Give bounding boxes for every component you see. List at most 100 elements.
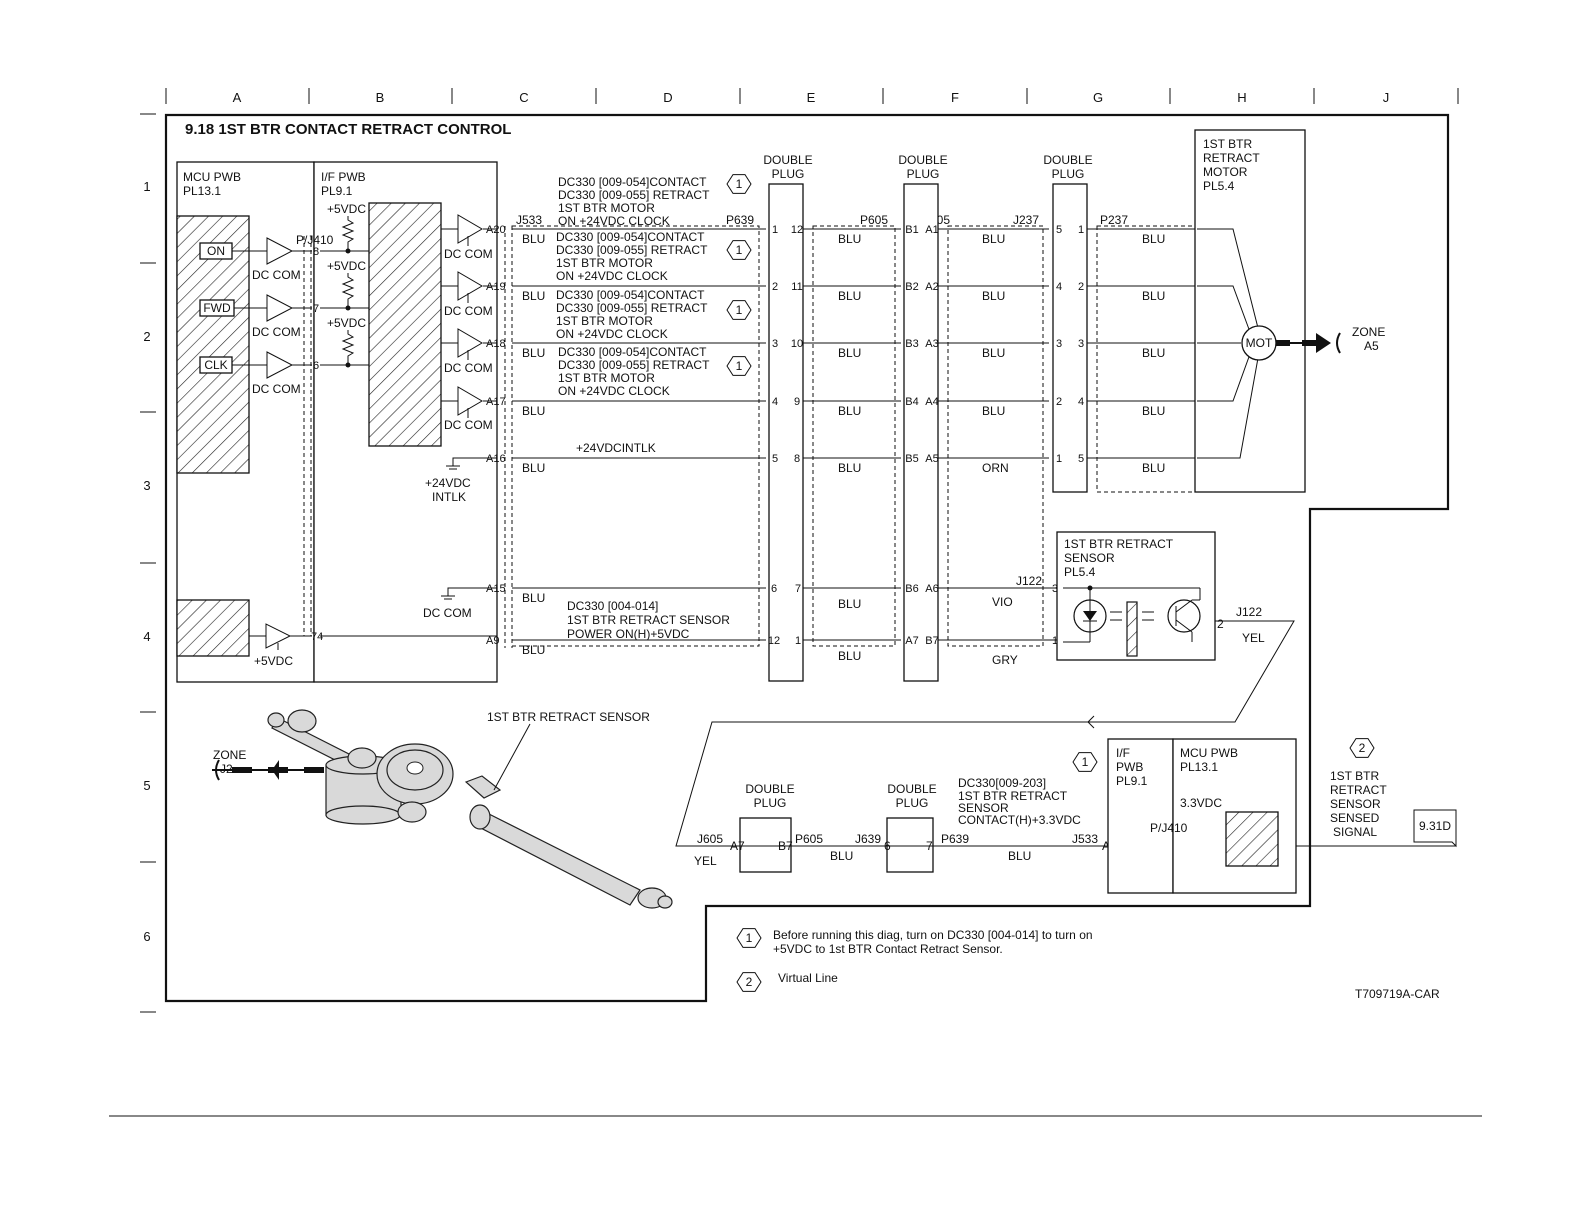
if-dc-com-2: DC COM: [444, 304, 493, 318]
plug-e-pin: 3: [772, 338, 778, 350]
motor-label-1: 1ST BTR: [1203, 137, 1252, 151]
lower-mcu-label-2: PL13.1: [1180, 760, 1218, 774]
wire-color: BLU: [838, 404, 861, 418]
double-plug-g-box: [1052, 183, 1088, 493]
motor-signal-label: DC330 [009-054]CONTACT: [558, 175, 707, 189]
plug-f-pin: B7: [925, 635, 938, 647]
pull-up-resistors: [341, 216, 355, 368]
plug-g-pin: 5: [1078, 453, 1084, 465]
motor-signal-label: ON +24VDC CLOCK: [556, 269, 668, 283]
plug-e-pin: 9: [794, 396, 800, 408]
if-5vdc-1: +5VDC: [327, 202, 366, 216]
zone-row-label: 2: [143, 329, 150, 344]
zone-row-label: 4: [143, 629, 150, 644]
double-plug-f-label-1: DOUBLE: [898, 153, 947, 167]
virtual-signal-label-1: 1ST BTR: [1330, 769, 1379, 783]
motor-signal-label: DC330 [009-055] RETRACT: [558, 188, 710, 202]
wire-color: BLU: [522, 404, 545, 418]
note-1-line-1: Before running this diag, turn on DC330 …: [773, 928, 1093, 942]
motor-drive-arrow: [1276, 332, 1341, 354]
zone-row-label: 1: [143, 179, 150, 194]
wire-color: BLU: [522, 461, 545, 475]
ref-tag: [1413, 809, 1457, 848]
zone-row-label: 5: [143, 778, 150, 793]
wire-color: BLU: [522, 346, 545, 360]
double-plug-g-label-1: DOUBLE: [1043, 153, 1092, 167]
note-marker-number: 2: [1359, 741, 1366, 755]
plug-g-pin: 2: [1078, 281, 1084, 293]
plug-f-pin: B4: [905, 396, 918, 408]
sensor-pin: 3: [1052, 583, 1058, 595]
plug-f-pin: A4: [925, 396, 938, 408]
p639-label: P639: [726, 213, 754, 227]
sensor-power-label-1: DC330 [004-014]: [567, 599, 658, 613]
virtual-signal-label-5: SIGNAL: [1333, 825, 1377, 839]
motor-leads: [1197, 228, 1259, 459]
if-pin-label: A16: [486, 453, 506, 465]
motor-label-3: MOTOR: [1203, 165, 1248, 179]
diagram-title: 9.18 1ST BTR CONTACT RETRACT CONTROL: [185, 121, 511, 138]
motor-signal-label: DC330 [009-055] RETRACT: [556, 243, 708, 257]
if-dc-com-3: DC COM: [444, 361, 493, 375]
if-dc-com-4: DC COM: [444, 418, 493, 432]
on-signal-label: ON: [207, 244, 225, 258]
wire-color: BLU: [838, 649, 861, 663]
pj410-pin-7: 7: [313, 303, 319, 315]
plug-f-pin: A5: [925, 453, 938, 465]
zone-col-label: C: [519, 90, 528, 105]
plug-f-pin: A6: [925, 583, 938, 595]
motor-signal-label: 1ST BTR MOTOR: [556, 314, 653, 328]
if-pin-label: A17: [486, 396, 506, 408]
wire-color: BLU: [1142, 404, 1165, 418]
lower-plug-1-box: [739, 817, 792, 873]
note-marker-hex: [726, 240, 752, 260]
j533-connector: [504, 226, 513, 648]
mcu-pwb-pl: PL13.1: [183, 184, 221, 198]
motor-signal-label: ON +24VDC CLOCK: [558, 214, 670, 228]
double-plug-e-label-1: DOUBLE: [763, 153, 812, 167]
zone-col-label: A: [233, 90, 242, 105]
if-hatched-area: [368, 202, 442, 447]
motor-signal-label: DC330 [009-055] RETRACT: [556, 301, 708, 315]
lower-signal-label-2: 1ST BTR RETRACT: [958, 789, 1068, 803]
lower-plug-2-box: [886, 817, 934, 873]
plug-e-pin: 11: [791, 281, 802, 293]
lower-b7-pin: B7: [778, 839, 793, 853]
j533-label: J533: [516, 213, 542, 227]
sensor-label-1: 1ST BTR RETRACT: [1064, 537, 1174, 551]
lower-mcu-hatched-area: [1225, 811, 1279, 867]
motor-signal-label: 1ST BTR MOTOR: [556, 256, 653, 270]
note-marker-hex: [726, 174, 752, 194]
lower-j605-label: J605: [697, 832, 723, 846]
note-marker-hex: [736, 928, 762, 948]
plug-f-pin: B6: [905, 583, 918, 595]
clk-signal-label: CLK: [204, 358, 227, 372]
zone-col-label: J: [1383, 90, 1390, 105]
wire-color: BLU: [522, 643, 545, 657]
diagram-border: [164, 113, 1450, 1003]
lower-a7-pin: A7: [730, 839, 745, 853]
mcu-dc-com-2: DC COM: [252, 325, 301, 339]
plug-g-pin: 5: [1056, 224, 1062, 236]
plug-g-pin: 2: [1056, 396, 1062, 408]
plug-e-pin: 7: [795, 583, 801, 595]
wire-color: BLU: [838, 597, 861, 611]
wire-color: GRY: [992, 653, 1018, 667]
j122-label: J122: [1016, 574, 1042, 588]
wire-color: BLU: [982, 404, 1005, 418]
note-marker-hex: [726, 300, 752, 320]
sensor-label-2: SENSOR: [1064, 551, 1115, 565]
lower-blu-color-2: BLU: [1008, 849, 1031, 863]
note-2-line-1: Virtual Line: [778, 971, 838, 985]
wire-color: BLU: [522, 232, 545, 246]
note-marker-number: 1: [736, 303, 743, 317]
note-1-line-2: +5VDC to 1st BTR Contact Retract Sensor.: [773, 942, 1003, 956]
if-5vdc-2: +5VDC: [327, 259, 366, 273]
lower-pin-7: 7: [926, 839, 933, 853]
note-marker-number: 1: [746, 931, 753, 945]
lower-if-label-2: PWB: [1116, 760, 1143, 774]
lower-signal-label-4: CONTACT(H)+3.3VDC: [958, 813, 1081, 827]
motor-signal-label: DC330 [009-054]CONTACT: [558, 345, 707, 359]
plug-e-pin: 12: [791, 224, 803, 236]
